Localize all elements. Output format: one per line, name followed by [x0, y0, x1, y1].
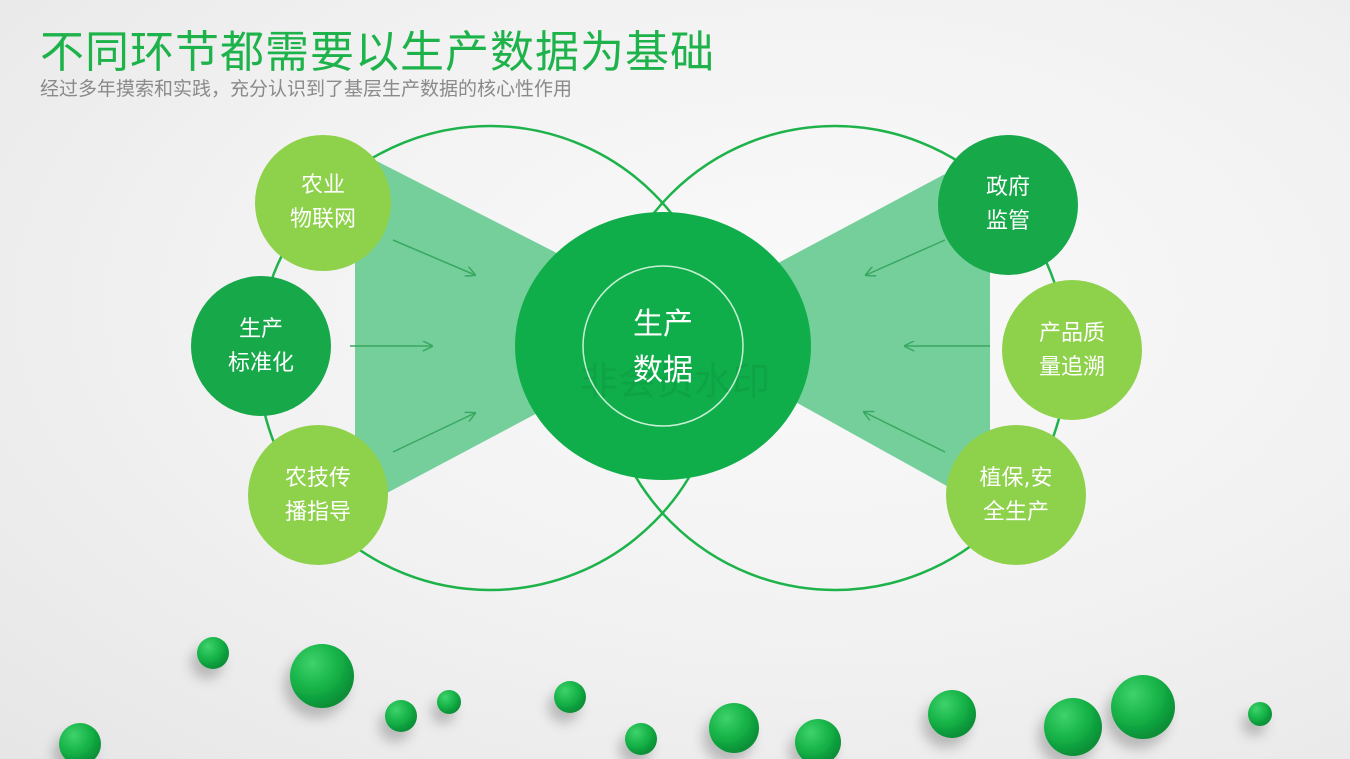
decor-ball: [290, 644, 354, 708]
decor-ball: [197, 637, 229, 669]
decor-ball: [928, 690, 976, 738]
page-subtitle: 经过多年摸索和实践，充分认识到了基层生产数据的核心性作用: [40, 78, 573, 100]
node-agri-iot: [255, 135, 391, 271]
arrow-right-top: [866, 239, 946, 275]
node-agri-tech: [248, 425, 388, 565]
decor-ball: [1248, 702, 1272, 726]
center-inner-ring: [582, 265, 744, 427]
arrow-left-top: [392, 239, 475, 275]
left-wedge: [355, 150, 590, 510]
watermark: 非会员水印: [579, 359, 771, 404]
right-wedge: [765, 150, 990, 510]
decorative-balls: [59, 637, 1272, 759]
node-plant-protection: [946, 425, 1086, 565]
arrow-left-bottom: [392, 413, 475, 453]
decor-ball: [437, 690, 461, 714]
node-gov-regulation: [938, 135, 1078, 275]
decor-ball: [1044, 698, 1102, 756]
center-label: 生产 数据: [633, 307, 693, 388]
decor-ball: [795, 719, 841, 759]
decor-ball: [554, 681, 586, 713]
decor-ball: [59, 723, 101, 759]
arrow-right-bottom: [864, 412, 946, 453]
page-title: 不同环节都需要以生产数据为基础: [40, 27, 715, 78]
node-production-standard: [191, 276, 331, 416]
decor-ball: [709, 703, 759, 753]
decor-ball: [1111, 675, 1175, 739]
decor-ball: [625, 723, 657, 755]
node-quality-trace: [1002, 280, 1142, 420]
decor-ball: [385, 700, 417, 732]
center-circle: [515, 212, 811, 480]
